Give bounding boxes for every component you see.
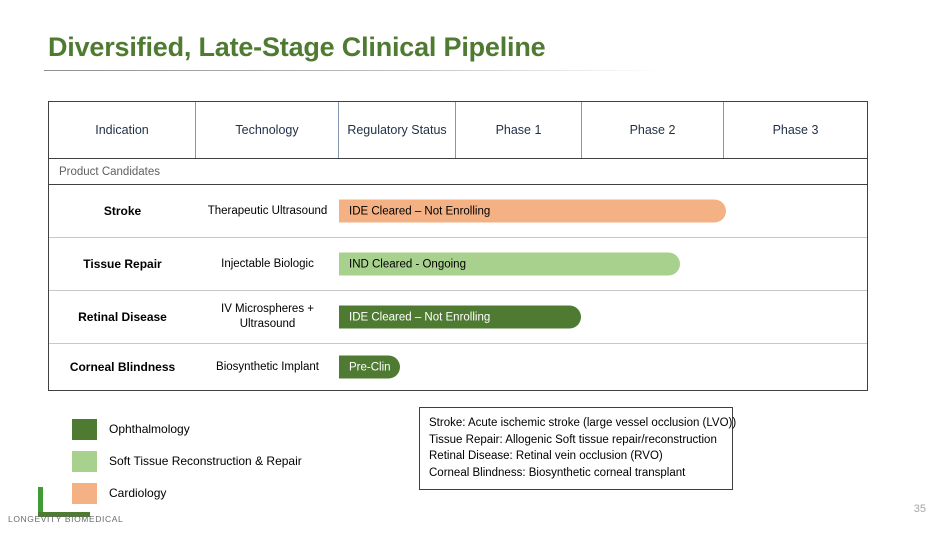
column-header-regulatory-status: Regulatory Status (339, 102, 456, 158)
progress-bar-retinal-disease: IDE Cleared – Not Enrolling (339, 305, 581, 329)
table-row: Stroke Therapeutic Ultrasound IDE Cleare… (49, 185, 867, 238)
cell-indication: Stroke (103, 204, 142, 218)
page-title: Diversified, Late-Stage Clinical Pipelin… (48, 32, 546, 62)
footnote-line-retinal-disease: Retinal Disease: Retinal vein occlusion … (429, 450, 663, 462)
bar-label: IDE Cleared – Not Enrolling (349, 311, 491, 323)
progress-bar-corneal-blindness: Pre-Clin (339, 355, 400, 379)
logo-mark-icon (38, 487, 90, 517)
logo-vertical-stroke (38, 487, 43, 517)
legend-item-soft-tissue: Soft Tissue Reconstruction & Repair (72, 445, 302, 477)
column-header-phase-2: Phase 2 (582, 102, 724, 158)
legend-label: Ophthalmology (109, 422, 190, 436)
progress-bar-tissue-repair: IND Cleared - Ongoing (339, 252, 680, 276)
legend: Ophthalmology Soft Tissue Reconstruction… (72, 413, 302, 509)
cell-indication: Corneal Blindness (69, 360, 176, 374)
table-header-row: Indication Technology Regulatory Status … (49, 102, 867, 159)
legend-item-ophthalmology: Ophthalmology (72, 413, 302, 445)
table-row: Retinal Disease IV Microspheres + Ultras… (49, 291, 867, 344)
bar-track: Pre-Clin (339, 344, 867, 390)
footnote-box: Stroke: Acute ischemic stroke (large ves… (419, 407, 737, 490)
bar-track: IDE Cleared – Not Enrolling (339, 185, 867, 237)
bar-label: Pre-Clin (349, 361, 391, 373)
legend-label: Soft Tissue Reconstruction & Repair (109, 454, 302, 468)
cell-indication: Retinal Disease (78, 310, 167, 324)
title-divider (44, 70, 664, 71)
column-header-technology: Technology (196, 102, 339, 158)
bar-track: IDE Cleared – Not Enrolling (339, 291, 867, 343)
logo-company-name: LONGEVITY BIOMEDICAL (8, 514, 124, 524)
table-row: Corneal Blindness Biosynthetic Implant P… (49, 344, 867, 390)
cell-indication: Tissue Repair (83, 257, 162, 271)
cell-technology: Injectable Biologic (221, 257, 314, 270)
legend-swatch-icon (72, 482, 97, 504)
column-header-phase-1: Phase 1 (456, 102, 582, 158)
column-header-indication: Indication (49, 102, 196, 158)
column-header-phase-3: Phase 3 (772, 123, 819, 137)
progress-bar-stroke: IDE Cleared – Not Enrolling (339, 199, 726, 223)
footnote-line-tissue-repair: Tissue Repair: Allogenic Soft tissue rep… (429, 433, 717, 446)
footnote-line-stroke: Stroke: Acute ischemic stroke (large ves… (429, 417, 737, 429)
legend-item-cardiology: Cardiology (72, 477, 302, 509)
section-label-product-candidates: Product Candidates (49, 159, 867, 185)
pipeline-table: Indication Technology Regulatory Status … (48, 101, 868, 391)
bar-track: IND Cleared - Ongoing (339, 238, 867, 290)
logo-horizontal-stroke (38, 512, 90, 517)
legend-label: Cardiology (109, 486, 167, 500)
footnote-line-corneal-blindness: Corneal Blindness: Biosynthetic corneal … (429, 466, 686, 479)
cell-technology: Therapeutic Ultrasound (207, 204, 328, 217)
table-row: Tissue Repair Injectable Biologic IND Cl… (49, 238, 867, 291)
legend-swatch-icon (72, 450, 97, 472)
bar-label: IDE Cleared – Not Enrolling (349, 205, 491, 217)
page-number: 35 (913, 503, 926, 515)
cell-technology: IV Microspheres + Ultrasound (221, 303, 314, 330)
cell-technology: Biosynthetic Implant (216, 360, 319, 373)
legend-swatch-icon (72, 418, 97, 440)
bar-label: IND Cleared - Ongoing (349, 258, 466, 270)
